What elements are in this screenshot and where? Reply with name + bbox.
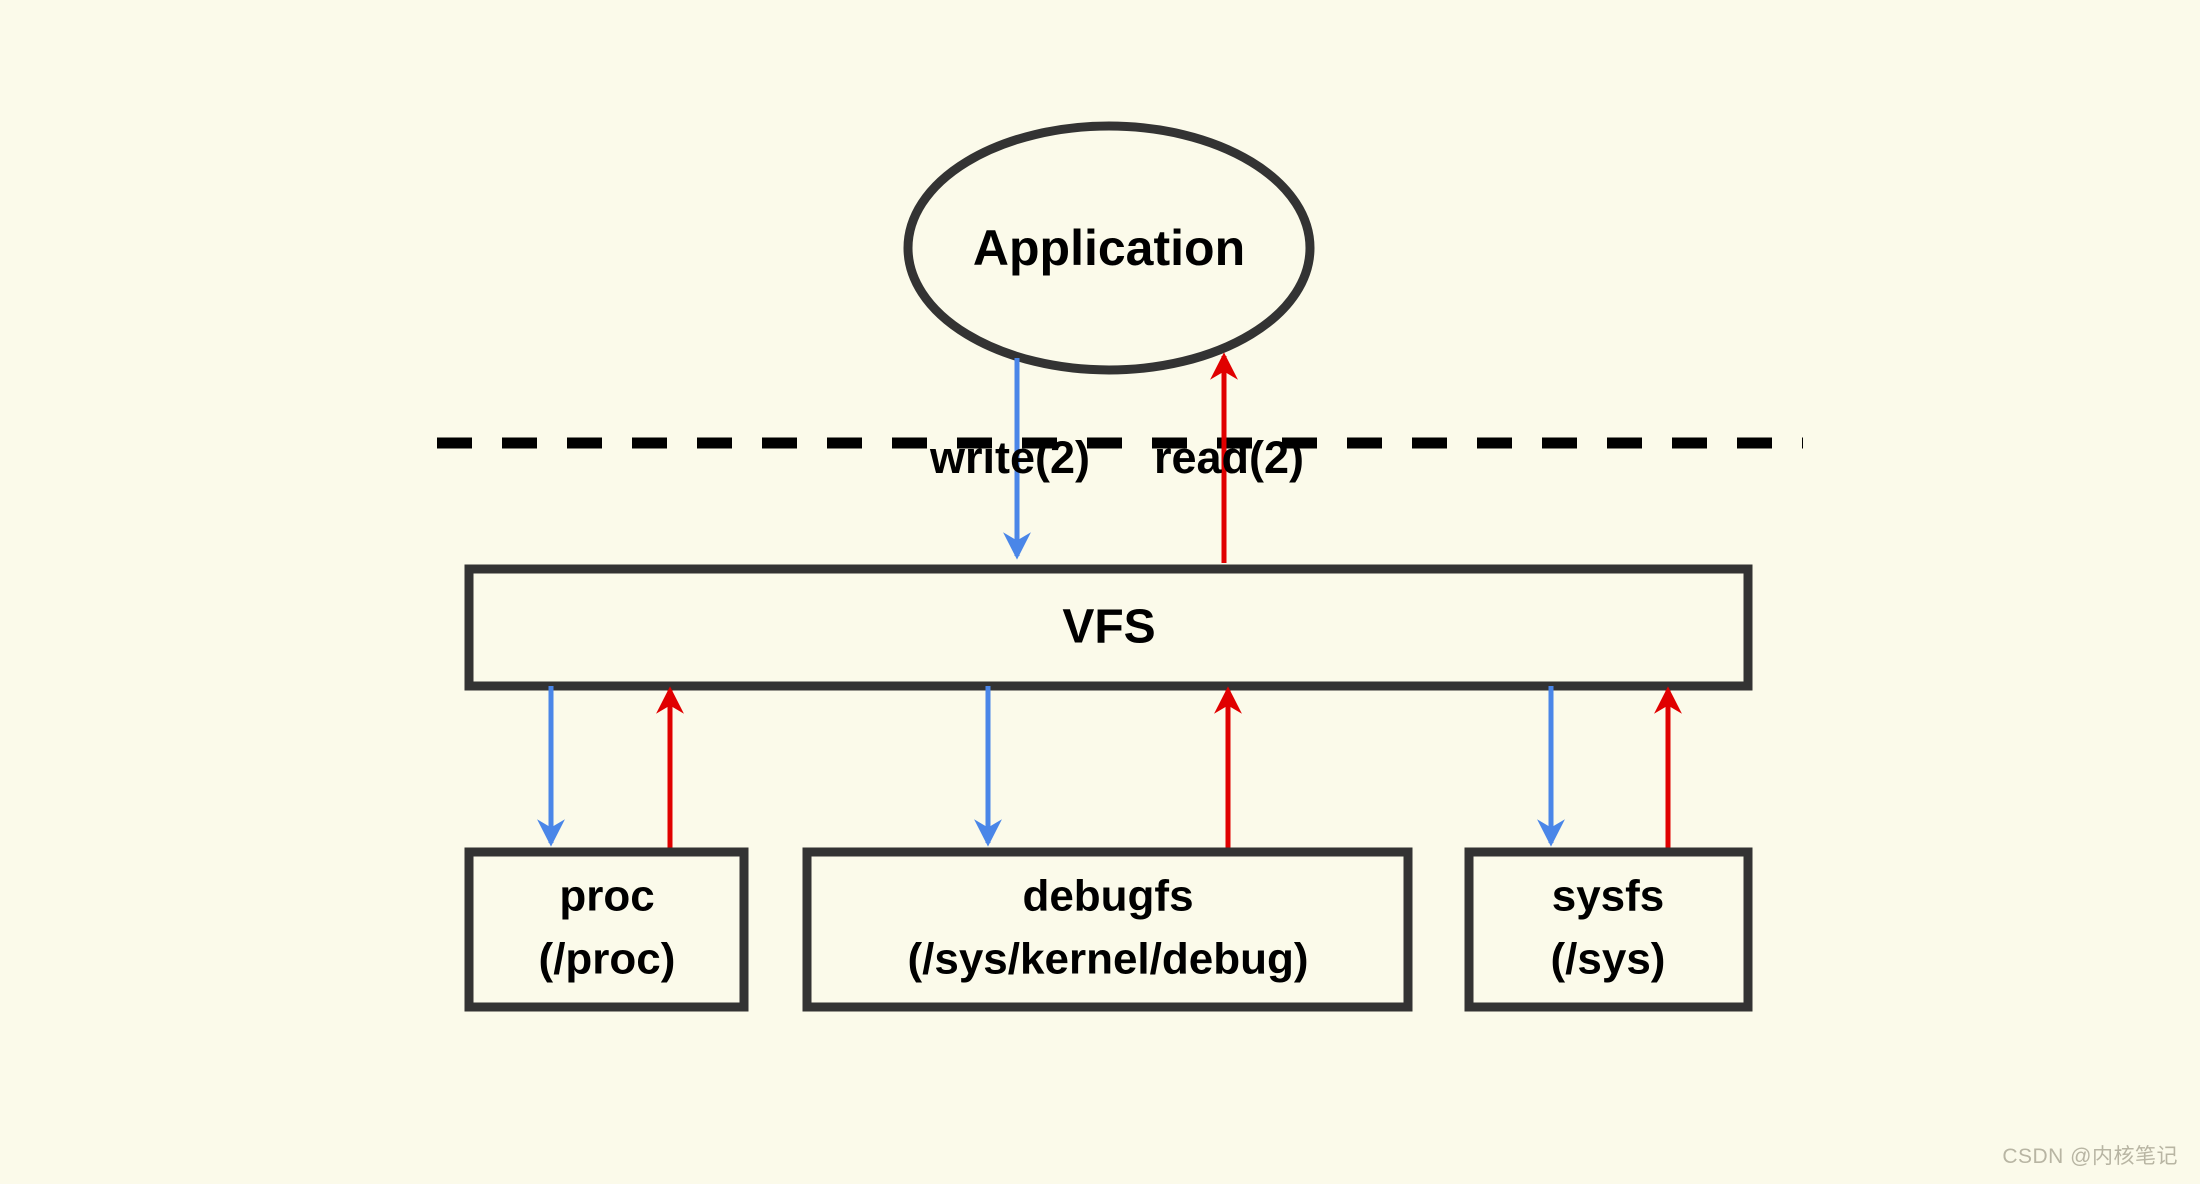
- application-node-ellipse[interactable]: [903, 121, 1315, 375]
- sysfs-node-box[interactable]: [1464, 847, 1753, 1012]
- application-node-label: Application: [973, 220, 1245, 276]
- sysfs-node-label-line1: sysfs: [1552, 872, 1665, 921]
- debugfs-node-label-line2: (/sys/kernel/debug): [907, 935, 1308, 984]
- vfs-node-box[interactable]: [464, 564, 1753, 691]
- proc-node-label-line2: (/proc): [539, 935, 676, 984]
- debugfs-node-box[interactable]: [802, 847, 1413, 1012]
- proc-node-box[interactable]: [464, 847, 749, 1012]
- proc-node-label-line1: proc: [559, 872, 654, 921]
- sysfs-node-label-line2: (/sys): [1551, 935, 1666, 984]
- debugfs-node-label-line1: debugfs: [1022, 872, 1193, 921]
- vfs-node-label: VFS: [1062, 601, 1155, 654]
- csdn-watermark: CSDN @内核笔记: [2002, 1145, 2178, 1168]
- write-syscall-label: write(2): [929, 432, 1090, 483]
- read-syscall-label: read(2): [1154, 432, 1304, 483]
